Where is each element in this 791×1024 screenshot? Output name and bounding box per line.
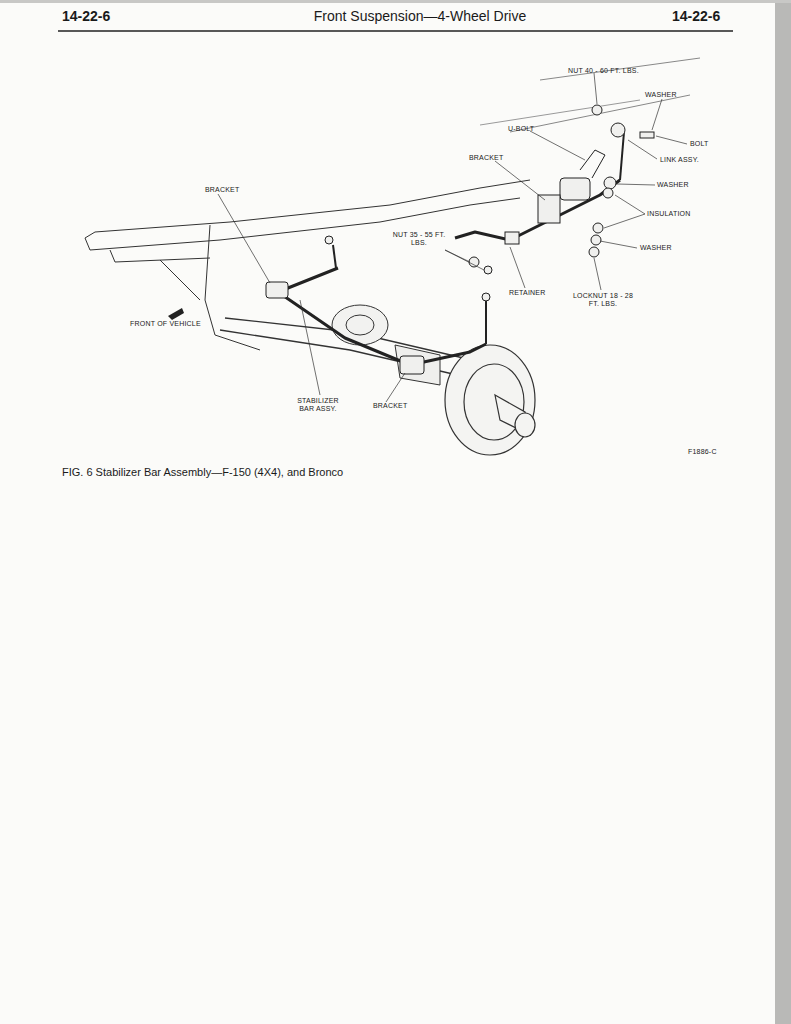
page-number: 14-22-6 bbox=[672, 8, 720, 24]
scan-edge bbox=[0, 0, 791, 3]
header-rule bbox=[58, 30, 733, 32]
part-label: RETAINER bbox=[509, 289, 545, 297]
part-label: U-BOLT bbox=[508, 125, 534, 133]
front-arrow bbox=[168, 308, 184, 320]
hardware bbox=[266, 105, 654, 374]
scan-edge bbox=[775, 0, 791, 1024]
part-label: LINK ASSY. bbox=[660, 156, 699, 164]
part-label: BRACKET bbox=[469, 154, 503, 162]
page-title: Front Suspension—4-Wheel Drive bbox=[314, 8, 526, 24]
torque-label: LOCKNUT 18 - 28 FT. LBS. bbox=[568, 292, 638, 308]
part-label: BOLT bbox=[690, 140, 709, 148]
part-label: WASHER bbox=[645, 91, 677, 99]
wheel-hub bbox=[445, 345, 535, 455]
frame-and-axle bbox=[85, 58, 700, 385]
part-label: BRACKET bbox=[205, 186, 239, 194]
part-label: WASHER bbox=[640, 244, 672, 252]
leader-lines bbox=[218, 73, 687, 402]
direction-label: FRONT OF VEHICLE bbox=[130, 320, 201, 328]
figure-caption: FIG. 6 Stabilizer Bar Assembly—F-150 (4X… bbox=[62, 466, 343, 479]
stabilizer-bar bbox=[278, 132, 624, 365]
torque-label: NUT 40 - 60 FT. LBS. bbox=[568, 67, 639, 75]
figure-code: F1886-C bbox=[688, 448, 717, 456]
part-label: BRACKET bbox=[373, 402, 407, 410]
part-label: INSULATION bbox=[647, 210, 691, 218]
torque-label: NUT 35 - 55 FT. LBS. bbox=[386, 231, 452, 247]
page-number: 14-22-6 bbox=[62, 8, 110, 24]
part-label: WASHER bbox=[657, 181, 689, 189]
part-label: STABILIZER BAR ASSY. bbox=[290, 397, 346, 413]
